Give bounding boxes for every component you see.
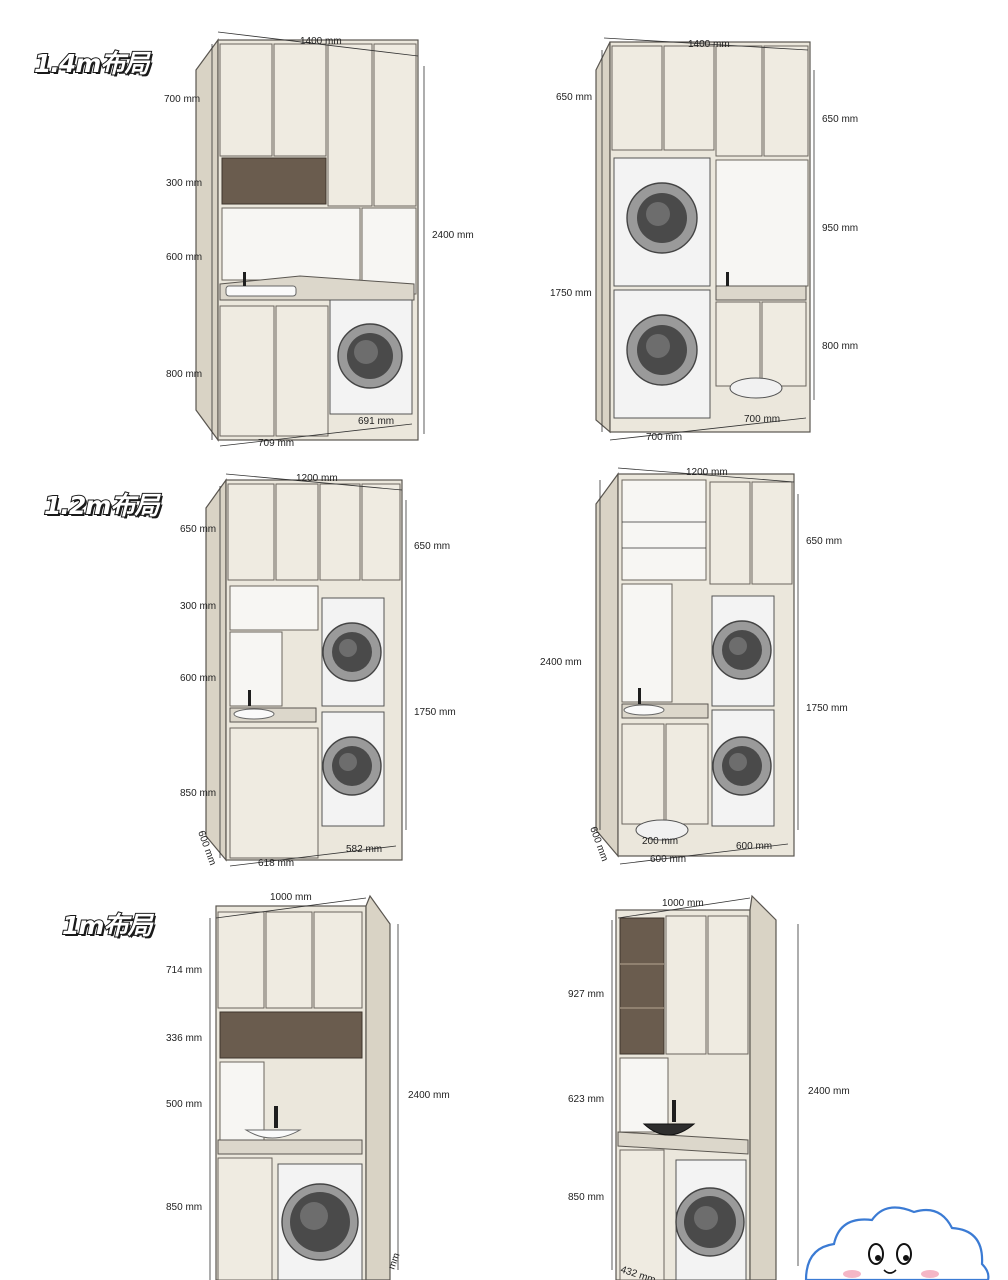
dim-right-0: 650 mm	[822, 114, 858, 125]
dim-width: 1200 mm	[296, 473, 338, 484]
dim-left-0: 650 mm	[180, 524, 216, 535]
dryer-icon	[711, 595, 775, 707]
washing-machine-icon	[321, 711, 385, 827]
dim-width: 1400 mm	[300, 36, 342, 47]
dim-bottom-1: 600 mm	[736, 841, 772, 852]
washing-machine-icon	[613, 289, 711, 419]
dim-width: 1200 mm	[686, 467, 728, 478]
dim-bottom-0: 618 mm	[258, 858, 294, 869]
diagram-1m-right: 1000 mm 2400 mm 927 mm 623 mm 850 mm 432…	[568, 894, 850, 1280]
dim-left-2: 600 mm	[166, 252, 202, 263]
washing-machine-icon	[277, 1163, 363, 1280]
dim-bottom-0: 600 mm	[650, 854, 686, 865]
section-title-1-2m: 1.2m布局	[43, 490, 160, 521]
diagram-1-2m-left: 1200 mm 650 mm 300 mm 600 mm 850 mm 650 …	[180, 473, 456, 869]
dim-right-1: 1750 mm	[806, 703, 848, 714]
diagram-1-4m-right: 1400 mm 650 mm 1750 mm 650 mm 950 mm 800…	[550, 37, 858, 443]
dim-right-2: 800 mm	[822, 341, 858, 352]
washing-machine-icon	[711, 709, 775, 827]
dim-inner: 200 mm	[642, 836, 678, 847]
dim-left-0: 650 mm	[556, 92, 592, 103]
dim-height: 2400 mm	[432, 230, 474, 241]
diagram-1-2m-right: 1200 mm 2400 mm 650 mm 1750 mm 600 mm 20…	[540, 467, 848, 865]
dim-bottom-0: 700 mm	[646, 432, 682, 443]
dim-right-1: 1750 mm	[414, 707, 456, 718]
dim-left-1: 1750 mm	[550, 288, 592, 299]
dim-left-0: 714 mm	[166, 965, 202, 976]
dim-width: 1400 mm	[688, 39, 730, 50]
section-title-1m: 1m布局	[61, 910, 153, 941]
dim-bottom-1: 691 mm	[358, 416, 394, 427]
dim-bottom-1: 700 mm	[744, 414, 780, 425]
dim-left-1: 336 mm	[166, 1033, 202, 1044]
dim-bottom-1: mm	[386, 1252, 402, 1271]
dim-height: 2400 mm	[408, 1090, 450, 1101]
diagram-1-4m-left: 1400 mm 2400 mm 700 mm 300 mm 600 mm 800…	[164, 31, 474, 449]
dim-left-1: 300 mm	[166, 178, 202, 189]
dim-left-2: 600 mm	[180, 673, 216, 684]
dim-left-3: 850 mm	[166, 1202, 202, 1213]
dim-bottom-1: 582 mm	[346, 844, 382, 855]
dim-left-1: 623 mm	[568, 1094, 604, 1105]
washing-machine-icon	[675, 1159, 747, 1280]
diagram-1m-left: 1000 mm 2400 mm 714 mm 336 mm 500 mm 850…	[166, 892, 450, 1280]
dim-right-1: 950 mm	[822, 223, 858, 234]
dim-left-0: 927 mm	[568, 989, 604, 1000]
section-title-1-4m: 1.4m布局	[33, 48, 150, 79]
dryer-icon	[321, 597, 385, 707]
dim-left-1: 300 mm	[180, 601, 216, 612]
dim-left-2: 500 mm	[166, 1099, 202, 1110]
dim-width: 1000 mm	[662, 898, 704, 909]
faucet-icon	[243, 272, 246, 286]
dim-left-0: 700 mm	[164, 94, 200, 105]
dim-left-0: 2400 mm	[540, 657, 582, 668]
dryer-icon	[613, 157, 711, 287]
robot-vacuum-icon	[635, 819, 689, 841]
dim-height: 2400 mm	[808, 1086, 850, 1097]
robot-vacuum-icon	[729, 377, 783, 399]
dim-bottom-0: 709 mm	[258, 438, 294, 449]
basin-icon	[244, 1129, 302, 1139]
dim-left-2: 850 mm	[568, 1192, 604, 1203]
cloud-mascot-icon	[804, 1206, 990, 1280]
dim-left-3: 850 mm	[180, 788, 216, 799]
dim-width: 1000 mm	[270, 892, 312, 903]
washing-machine-icon	[329, 299, 413, 415]
dim-left-3: 800 mm	[166, 369, 202, 380]
dim-right-0: 650 mm	[806, 536, 842, 547]
dim-right-0: 650 mm	[414, 541, 450, 552]
